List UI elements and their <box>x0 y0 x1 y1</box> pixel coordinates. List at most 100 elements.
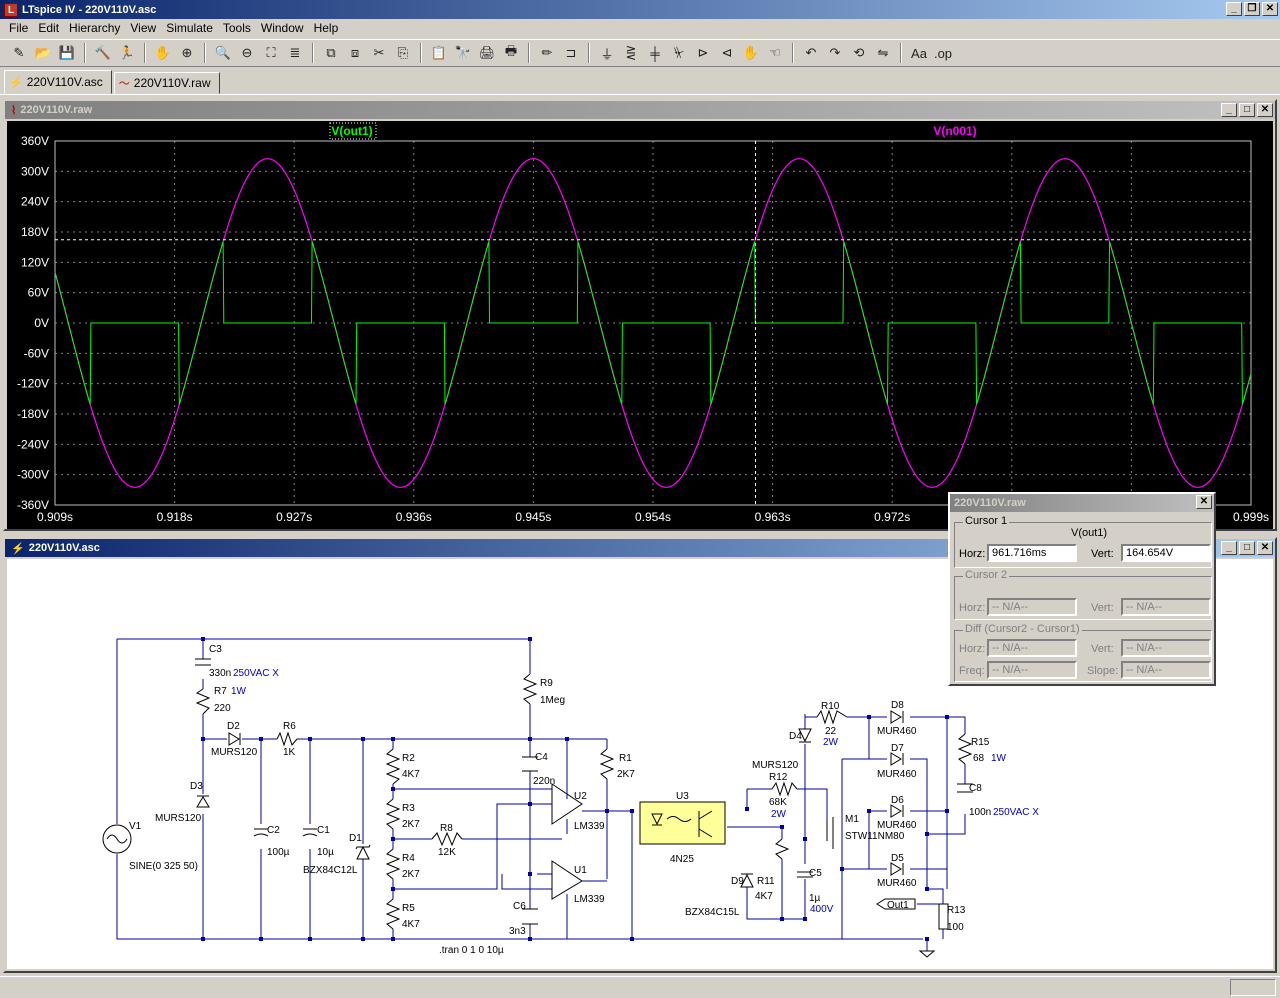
label-c8-rating: 250VAC X <box>993 807 1039 818</box>
close-button[interactable]: ✕ <box>1257 103 1273 117</box>
label-c1: C1 <box>317 825 330 836</box>
minimize-button[interactable]: _ <box>1226 2 1242 16</box>
label-r12-rating: 2W <box>771 809 787 820</box>
toolbar-separator <box>144 43 146 63</box>
save-icon[interactable]: 💾 <box>58 45 76 60</box>
diff-slope-label: Slope: <box>1087 665 1119 677</box>
inductor-icon[interactable]: ⊳ <box>697 45 709 60</box>
waveform-icon: ⌇ <box>11 104 17 117</box>
cursor-dialog: 220V110V.raw ✕ Cursor 1 V(out1) Horz: 96… <box>948 492 1216 686</box>
text-icon[interactable]: .op <box>933 45 953 61</box>
label-u1: U1 <box>574 865 587 876</box>
toolbar-separator <box>84 43 86 63</box>
tran-directive: .tran 0 1 0 10µ <box>439 945 504 956</box>
drag-icon[interactable]: ↶ <box>805 45 817 60</box>
label-r5: R5 <box>402 903 415 914</box>
ground-icon[interactable]: ⋛ <box>625 45 637 60</box>
close-button[interactable]: ✕ <box>1262 2 1278 16</box>
menu-window[interactable]: Window <box>260 21 304 35</box>
maximize-button[interactable]: □ <box>1239 103 1255 117</box>
minimize-button[interactable]: _ <box>1221 103 1237 117</box>
label-u2-value: LM339 <box>574 821 605 832</box>
label-c2-value: 100µ <box>267 847 290 858</box>
copy-icon[interactable]: 📋 <box>430 45 448 60</box>
cascade-icon[interactable]: ⧈ <box>350 45 360 60</box>
label-r5-value: 4K7 <box>402 919 420 930</box>
wire-junctions <box>201 637 949 941</box>
trace-label-v-out1[interactable]: V(out1) <box>331 124 372 138</box>
autorange-icon[interactable]: ≣ <box>289 45 301 60</box>
mirror-icon[interactable]: Aa <box>911 45 927 61</box>
label-c5: C5 <box>809 868 822 879</box>
capacitor-icon[interactable]: ⏧ <box>673 45 685 60</box>
zoom-in-icon[interactable]: ⊕ <box>181 45 193 60</box>
menu-view[interactable]: View <box>130 21 157 35</box>
label-r15-rating: 1W <box>991 753 1007 764</box>
label-c4-value: 220n <box>533 776 555 787</box>
maximize-button[interactable]: □ <box>1239 541 1255 555</box>
control-panel-icon[interactable]: 🔨 <box>94 45 112 60</box>
cursor1-horz-field[interactable]: 961.716ms <box>987 544 1077 562</box>
menu-hierarchy[interactable]: Hierarchy <box>69 21 121 35</box>
menu-file[interactable]: File <box>9 21 29 35</box>
toolbar-separator <box>528 43 530 63</box>
zoom-fit-icon[interactable]: ⛶ <box>266 45 276 60</box>
new-schematic-icon[interactable]: ✎ <box>13 45 25 60</box>
restore-button[interactable]: ❐ <box>1244 2 1260 16</box>
diff-slope-field: -- N/A-- <box>1121 661 1211 679</box>
diff-label: Diff (Cursor2 - Cursor1) <box>963 623 1082 635</box>
label-c2: C2 <box>267 825 280 836</box>
rotate-icon[interactable]: ⇋ <box>877 45 889 60</box>
toolbar-separator <box>420 43 422 63</box>
label-net-icon[interactable]: ⏚ <box>600 46 614 62</box>
paste-icon[interactable]: 🔭 <box>454 45 472 60</box>
y-tick-label: -360V <box>17 498 49 512</box>
menu-help[interactable]: Help <box>313 21 339 35</box>
component-icon[interactable]: ✋ <box>742 45 760 60</box>
close-button[interactable]: ✕ <box>1196 495 1212 509</box>
label-c3-rating: 250VAC X <box>233 668 279 679</box>
undo-icon[interactable]: ↷ <box>829 45 841 60</box>
draw-wire-icon[interactable]: ⊐ <box>565 45 577 60</box>
status-bar <box>0 976 1280 998</box>
menu-simulate[interactable]: Simulate <box>166 21 213 35</box>
move-icon[interactable]: ☜ <box>769 45 781 60</box>
print-preview-icon[interactable]: 🖶 <box>504 43 518 58</box>
zoom-out-icon[interactable]: ⊖ <box>241 45 253 60</box>
print-icon[interactable]: ✏ <box>541 45 553 60</box>
toolbar-separator <box>312 43 314 63</box>
redo-icon[interactable]: ⟲ <box>853 45 865 60</box>
label-u2: U2 <box>574 791 587 802</box>
label-u3: U3 <box>676 791 689 802</box>
cursor1-vert-field[interactable]: 164.654V <box>1121 544 1211 562</box>
resistor-icon[interactable]: ╪ <box>650 45 660 61</box>
close-all-icon[interactable]: ✂ <box>373 45 385 60</box>
open-icon[interactable]: 📂 <box>34 45 52 60</box>
cursor2-vert-field: -- N/A-- <box>1121 598 1211 616</box>
minimize-button[interactable]: _ <box>1221 541 1237 555</box>
run-icon[interactable]: 🏃 <box>118 45 136 60</box>
diff-vert-label: Vert: <box>1091 643 1114 655</box>
trace-label-v-n001[interactable]: V(n001) <box>933 124 976 138</box>
menu-tools[interactable]: Tools <box>222 21 251 35</box>
label-c3-value: 330n <box>209 668 231 679</box>
toolbar-separator <box>900 43 902 63</box>
find-icon[interactable]: 🖨 <box>478 45 496 60</box>
diode-icon[interactable]: ⊲ <box>721 45 733 60</box>
cut-icon[interactable]: ⎘ <box>397 45 409 60</box>
cursor2-group: Cursor 2 Horz: -- N/A-- Vert: -- N/A-- <box>954 569 1212 620</box>
zoom-back-icon[interactable]: 🔍 <box>214 45 232 60</box>
halt-icon[interactable]: ✋ <box>154 45 172 60</box>
tab-schematic[interactable]: ⚡ 220V110V.asc <box>4 70 112 94</box>
waveform-plot[interactable]: 360V300V240V180V120V60V0V-60V-120V-180V-… <box>7 121 1273 529</box>
menu-edit[interactable]: Edit <box>38 21 60 35</box>
tab-label: 220V110V.raw <box>133 76 211 90</box>
close-button[interactable]: ✕ <box>1257 541 1273 555</box>
optocoupler-symbol <box>651 810 713 838</box>
label-r10: R10 <box>821 701 840 712</box>
label-r7-rating: 1W <box>231 686 247 697</box>
tab-waveform[interactable]: 〜 220V110V.raw <box>113 72 220 94</box>
label-d4-value: MURS120 <box>752 760 799 771</box>
tile-horizontal-icon[interactable]: ⧉ <box>326 45 336 60</box>
status-cell <box>1230 979 1276 996</box>
